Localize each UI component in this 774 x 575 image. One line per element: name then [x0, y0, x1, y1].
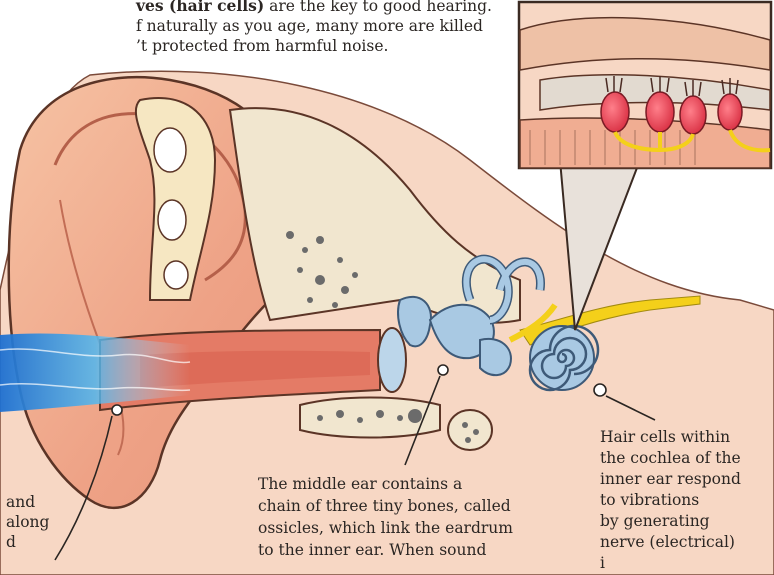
intro-line-1-rest: are the key to good hearing.	[264, 0, 492, 15]
inner-ear-caption-line-3: inner ear respond	[600, 469, 741, 489]
middle-ear-caption-line-4: to the inner ear. When sound	[258, 540, 486, 560]
inner-ear-caption-line-2: the cochlea of the	[600, 448, 741, 468]
middle-ear-caption-line-2: chain of three tiny bones, called	[258, 496, 511, 516]
intro-line-2: f naturally as you age, many more are ki…	[136, 16, 483, 36]
outer-ear-caption-line-3: d	[6, 532, 16, 552]
eardrum	[378, 328, 406, 392]
inner-ear-caption-line-5: by generating	[600, 511, 710, 531]
middle-ear-caption-line-1: The middle ear contains a	[258, 474, 462, 494]
outer-ear-caption-line-1: and	[6, 492, 35, 512]
inner-ear-caption-line-6: nerve (electrical)	[600, 532, 735, 552]
inner-ear-caption-line-7: i	[600, 553, 605, 573]
intro-line-3: ’t protected from harmful noise.	[136, 36, 388, 56]
intro-bold: ves (hair cells)	[136, 0, 264, 15]
cartilage-hole-2	[158, 200, 186, 240]
outer-ear-caption-line-2: along	[6, 512, 49, 532]
inner-ear-caption-line-1: Hair cells within	[600, 427, 730, 447]
intro-line-1: ves (hair cells) are the key to good hea…	[136, 0, 492, 16]
middle-ear-caption-line-3: ossicles, which link the eardrum	[258, 518, 513, 538]
inner-ear-caption-line-4: to vibrations	[600, 490, 699, 510]
lower-bone-cell	[448, 410, 492, 450]
cartilage-hole-1	[154, 128, 186, 172]
cartilage-hole-3	[164, 261, 188, 289]
